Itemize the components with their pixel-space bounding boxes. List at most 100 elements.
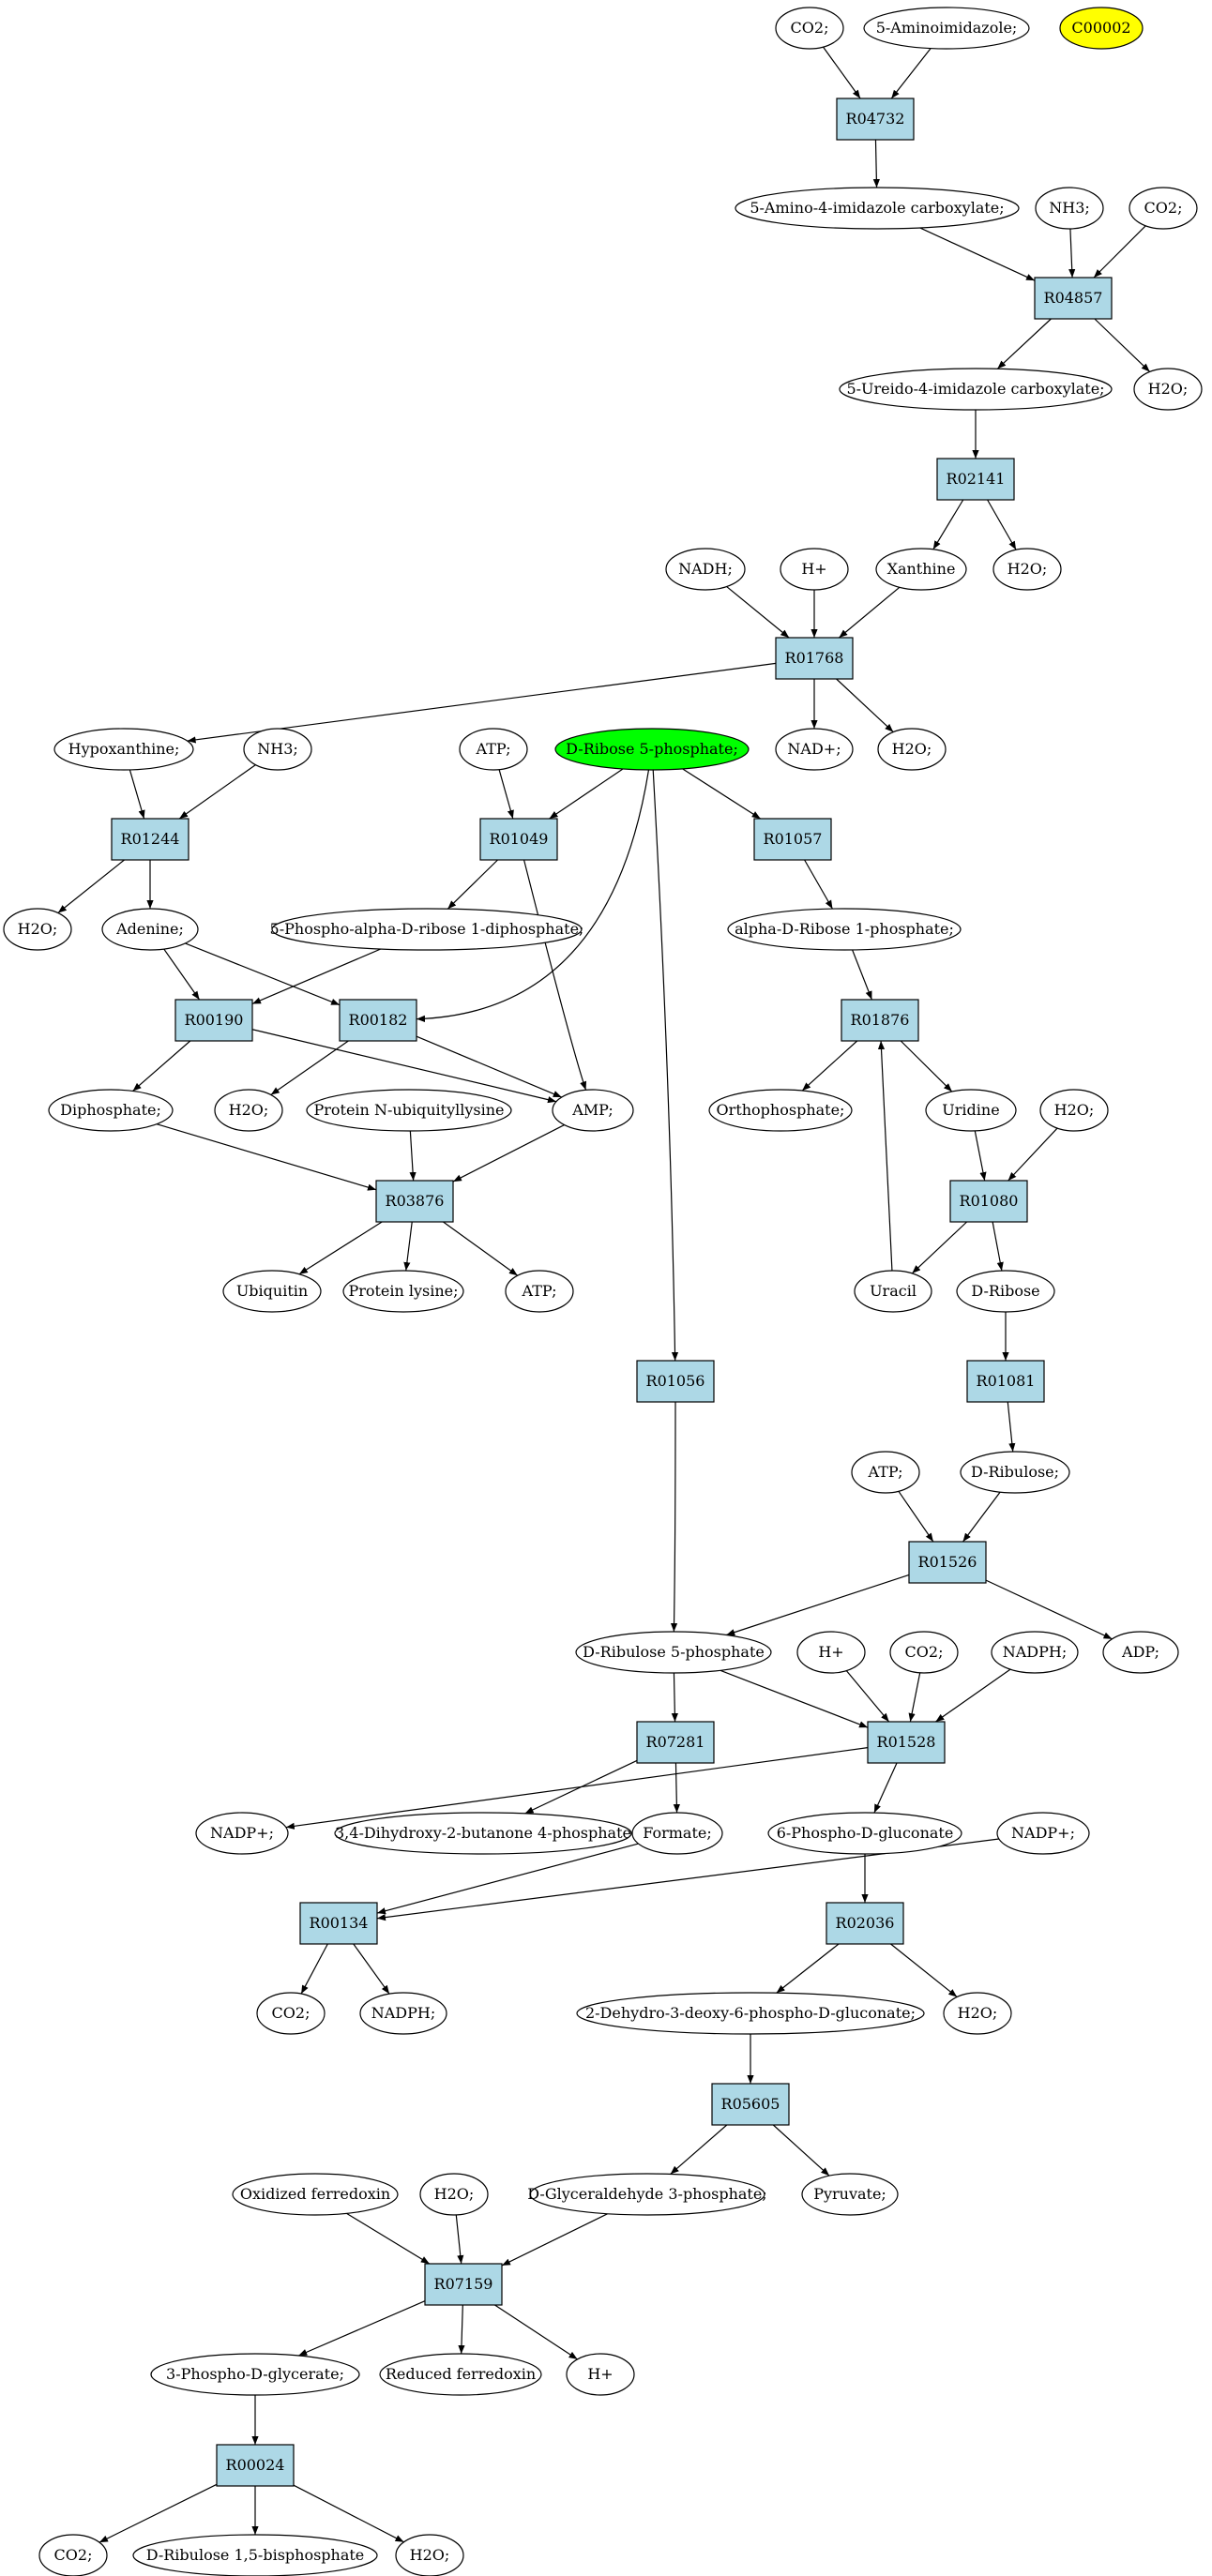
compound-node-dribulose[interactable]: D-Ribulose; [960, 1451, 1070, 1494]
reaction-node-r01049[interactable]: R01049 [479, 818, 558, 861]
reaction-node-r00134[interactable]: R00134 [299, 1902, 378, 1945]
compound-node-hypoxanthine[interactable]: Hypoxanthine; [53, 728, 194, 771]
reaction-node-r04732[interactable]: R04732 [836, 98, 915, 141]
edge-r04857-to-h2o_1 [1094, 318, 1151, 372]
reaction-node-r07281[interactable]: R07281 [636, 1721, 715, 1764]
reaction-box [299, 1902, 378, 1945]
compound-node-co2_2[interactable]: CO2; [1129, 187, 1198, 230]
compound-node-co2_1[interactable]: CO2; [775, 7, 844, 50]
compound-node-dihydroxybutanone[interactable]: 3,4-Dihydroxy-2-butanone 4-phosphate [334, 1812, 632, 1855]
compound-node-aribose1p[interactable]: alpha-D-Ribose 1-phosphate; [727, 908, 962, 951]
reaction-node-r01244[interactable]: R01244 [111, 818, 189, 861]
compound-node-adp[interactable]: ADP; [1102, 1631, 1179, 1674]
compound-node-amino_carbox[interactable]: 5-Amino-4-imidazole carboxylate; [735, 187, 1020, 230]
compound-node-ribose5p[interactable]: D-Ribose 5-phosphate; [554, 728, 750, 771]
compound-node-diphosphate[interactable]: Diphosphate; [48, 1089, 174, 1132]
compound-node-atp_2[interactable]: ATP; [505, 1270, 574, 1313]
compound-node-rubp[interactable]: D-Ribulose 1,5-bisphosphate [132, 2534, 378, 2576]
compound-node-h2o_5[interactable]: H2O; [214, 1089, 283, 1132]
reaction-node-r04857[interactable]: R04857 [1034, 277, 1113, 320]
reaction-node-r03876[interactable]: R03876 [375, 1180, 454, 1223]
compound-node-hplus_2[interactable]: H+ [796, 1631, 866, 1674]
compound-node-oxferredoxin[interactable]: Oxidized ferredoxin [232, 2173, 399, 2216]
edge-amino_carbox-to-r04857 [919, 227, 1036, 281]
compound-node-formate[interactable]: Formate; [631, 1812, 723, 1855]
edge-xanthine-to-r01768 [839, 586, 901, 639]
edge-r00182-to-amp [416, 1035, 562, 1098]
compound-ellipse [379, 2353, 542, 2396]
node-label: NH3; [257, 740, 298, 758]
compound-node-nh3_2[interactable]: NH3; [243, 728, 312, 771]
compound-node-g3p[interactable]: D-Glyceraldehyde 3-phosphate; [527, 2173, 767, 2216]
node-label: D-Ribulose; [971, 1463, 1059, 1481]
compound-node-h2o_6[interactable]: H2O; [1039, 1089, 1109, 1132]
compound-node-uracil[interactable]: Uracil [854, 1270, 932, 1313]
reaction-node-r01080[interactable]: R01080 [949, 1180, 1028, 1223]
compound-node-kdpg[interactable]: 2-Dehydro-3-deoxy-6-phospho-D-gluconate; [576, 1992, 925, 2035]
compound-node-h2o_1[interactable]: H2O; [1133, 368, 1203, 411]
compound-node-h2o_9[interactable]: H2O; [395, 2534, 464, 2576]
reaction-node-r01081[interactable]: R01081 [966, 1360, 1045, 1403]
compound-node-co2_3[interactable]: CO2; [889, 1631, 959, 1674]
reaction-node-r05605[interactable]: R05605 [711, 2083, 790, 2126]
node-label: 3,4-Dihydroxy-2-butanone 4-phosphate [335, 1824, 631, 1842]
compound-node-atp_3[interactable]: ATP; [851, 1451, 920, 1494]
reaction-node-r02141[interactable]: R02141 [936, 458, 1015, 501]
compound-node-nadpplus_1[interactable]: NADP+; [195, 1812, 289, 1855]
compound-node-redferredoxin[interactable]: Reduced ferredoxin [379, 2353, 542, 2396]
edge-r01768-to-h2o_3 [836, 678, 894, 733]
edge-ribulose5p-to-r01528 [720, 1669, 869, 1728]
reaction-node-r00182[interactable]: R00182 [339, 999, 417, 1042]
compound-node-protein_nub[interactable]: Protein N-ubiquityllysine [306, 1089, 512, 1132]
compound-node-pga[interactable]: 3-Phospho-D-glycerate; [150, 2353, 360, 2396]
compound-node-prpp[interactable]: 5-Phospho-alpha-D-ribose 1-diphosphate; [270, 908, 584, 951]
edge-r07159-to-pga [298, 2300, 426, 2357]
reaction-node-r01057[interactable]: R01057 [753, 818, 832, 861]
compound-node-atp_1[interactable]: ATP; [459, 728, 528, 771]
compound-node-aminoimidazole[interactable]: 5-Aminoimidazole; [863, 7, 1030, 50]
compound-node-nadph_1[interactable]: NADPH; [991, 1631, 1079, 1674]
compound-node-adenine[interactable]: Adenine; [101, 908, 199, 951]
compound-node-nadh[interactable]: NADH; [665, 548, 746, 591]
compound-node-h2o_8[interactable]: H2O; [419, 2173, 489, 2216]
compound-node-co2_4[interactable]: CO2; [256, 1992, 326, 2035]
compound-node-uridine[interactable]: Uridine [925, 1089, 1017, 1132]
reaction-node-r01056[interactable]: R01056 [636, 1360, 715, 1403]
compound-node-dribose[interactable]: D-Ribose [956, 1270, 1055, 1313]
compound-node-pyruvate[interactable]: Pyruvate; [801, 2173, 899, 2216]
compound-node-h2o_2[interactable]: H2O; [992, 548, 1062, 591]
compound-node-hplus_1[interactable]: H+ [780, 548, 849, 591]
node-label: D-Ribose 5-phosphate; [566, 740, 738, 758]
node-label: R07159 [434, 2275, 493, 2293]
compound-node-phosphogluconate[interactable]: 6-Phospho-D-gluconate [767, 1812, 962, 1855]
compound-node-protein_lysine[interactable]: Protein lysine; [342, 1270, 464, 1313]
reaction-node-r07159[interactable]: R07159 [424, 2263, 503, 2306]
compound-node-nadplus_1[interactable]: NAD+; [775, 728, 854, 771]
compound-node-nadpplus_2[interactable]: NADP+; [996, 1812, 1090, 1855]
compound-node-co2_5[interactable]: CO2; [38, 2534, 108, 2576]
compound-node-ureido[interactable]: 5-Ureido-4-imidazole carboxylate; [839, 368, 1113, 411]
reaction-node-r01528[interactable]: R01528 [867, 1721, 946, 1764]
edge-r01876-to-uridine [900, 1040, 953, 1092]
reaction-node-r01526[interactable]: R01526 [908, 1541, 987, 1584]
compound-node-orthophosphate[interactable]: Orthophosphate; [708, 1089, 853, 1132]
compound-node-hplus_3[interactable]: H+ [566, 2353, 635, 2396]
compound-node-amp[interactable]: AMP; [552, 1089, 634, 1132]
edge-nadh-to-r01768 [726, 586, 790, 639]
node-label: R01080 [960, 1192, 1019, 1210]
compound-node-ubiquitin[interactable]: Ubiquitin [222, 1270, 322, 1313]
reaction-node-r02036[interactable]: R02036 [826, 1902, 904, 1945]
compound-node-h2o_3[interactable]: H2O; [877, 728, 947, 771]
compound-node-ribulose5p[interactable]: D-Ribulose 5-phosphate [575, 1631, 772, 1674]
compound-node-xanthine[interactable]: Xanthine [875, 548, 967, 591]
compound-node-h2o_4[interactable]: H2O; [3, 908, 72, 951]
reaction-node-r00190[interactable]: R00190 [174, 999, 253, 1042]
reaction-node-r00024[interactable]: R00024 [216, 2444, 295, 2487]
compound-node-nadph_2[interactable]: NADPH; [359, 1992, 447, 2035]
compound-node-h2o_7[interactable]: H2O; [943, 1992, 1012, 2035]
node-label: NADH; [678, 560, 733, 578]
reaction-node-r01768[interactable]: R01768 [775, 637, 854, 680]
reaction-node-r01876[interactable]: R01876 [841, 999, 919, 1042]
compound-node-nh3_1[interactable]: NH3; [1035, 187, 1104, 230]
compound-node-c00002[interactable]: C00002 [1059, 7, 1144, 50]
